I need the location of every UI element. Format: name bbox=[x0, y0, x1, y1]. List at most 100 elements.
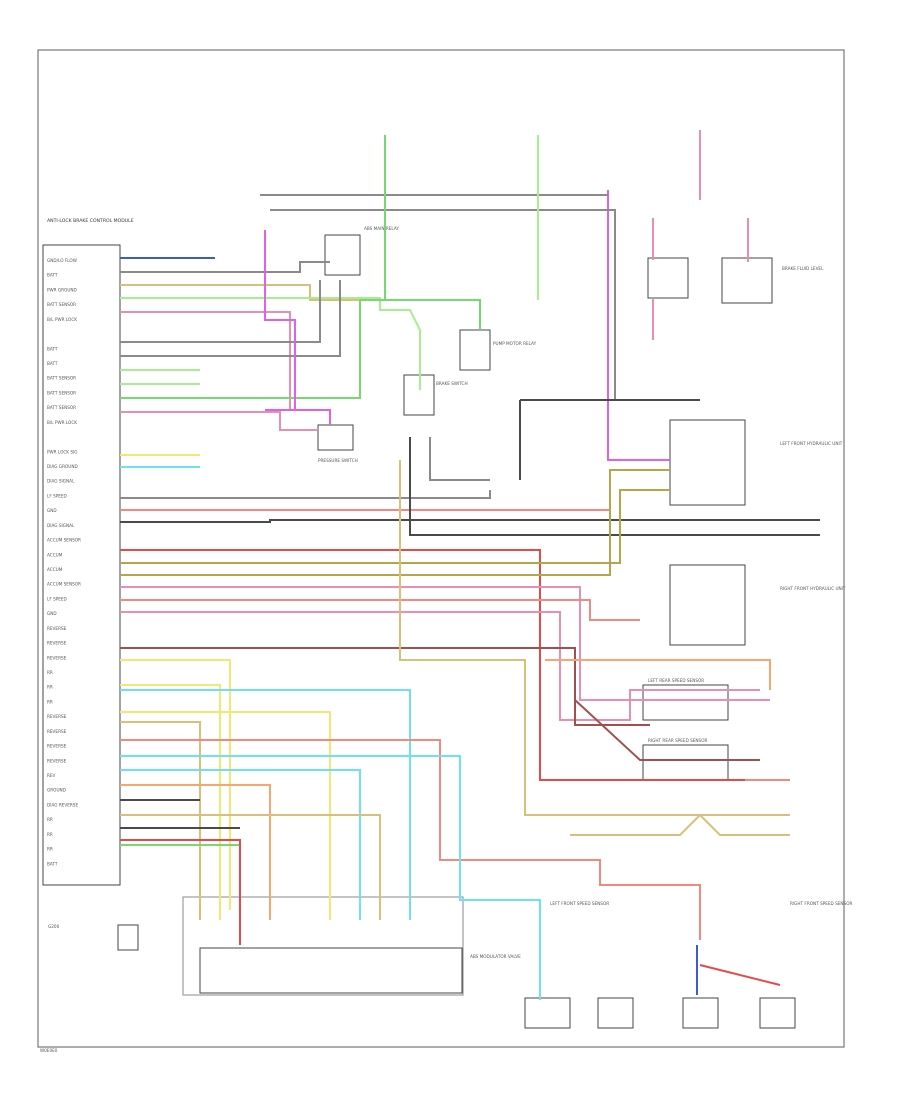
module-pin-label: BATT bbox=[47, 361, 58, 366]
lf-sensor-box bbox=[524, 997, 571, 1029]
module-pin-label: LF SPEED bbox=[47, 596, 67, 601]
lf-sensor-label: LEFT FRONT SPEED SENSOR bbox=[550, 901, 609, 906]
wire-gray bbox=[270, 209, 616, 400]
rf-sensor-label: RIGHT FRONT SPEED SENSOR bbox=[790, 901, 852, 906]
wire-gray bbox=[120, 490, 491, 499]
wire-olive bbox=[120, 469, 670, 576]
wire-magenta bbox=[264, 230, 296, 410]
module-pin-label: REVERSE bbox=[47, 641, 67, 646]
right-rear-sensor-label: RIGHT REAR SPEED SENSOR bbox=[648, 738, 708, 743]
module-pin-label: PWR GROUND bbox=[47, 287, 77, 292]
relay-upper-right-b bbox=[721, 257, 773, 304]
module-pin-label: GND bbox=[47, 508, 57, 513]
brake-switch-label: BRAKE SWITCH bbox=[436, 381, 468, 386]
module-pin-label: RR bbox=[47, 670, 53, 675]
wire-yellow bbox=[120, 711, 331, 920]
module-pin-label: RR bbox=[47, 817, 53, 822]
ground-label: G200 bbox=[48, 924, 60, 929]
wire-salmon bbox=[120, 739, 701, 940]
wire-pink bbox=[120, 311, 320, 411]
wire-yellow bbox=[120, 659, 231, 910]
bottom-left-relay bbox=[117, 924, 139, 951]
module-pin-label: BATT bbox=[47, 861, 58, 866]
module-pin-label: RR bbox=[47, 685, 53, 690]
left-rear-sensor-label: LEFT REAR SPEED SENSOR bbox=[648, 678, 704, 683]
modulator-label: ABS MODULATOR VALVE bbox=[470, 954, 521, 959]
wire-pink bbox=[120, 411, 318, 431]
module-pin-label: LF SPEED bbox=[47, 493, 67, 498]
module-pin-label: DIAG GROUND bbox=[47, 464, 78, 469]
module-pin-label: RR bbox=[47, 832, 53, 837]
wire-darkgray bbox=[409, 437, 820, 536]
module-pin-label: DIAG SIGNAL bbox=[47, 523, 75, 528]
module-pin-label: REVERSE bbox=[47, 744, 67, 749]
module-pin-label: B/L PWR LOCK bbox=[47, 317, 77, 322]
wire-red bbox=[699, 964, 781, 986]
diagram-frame bbox=[37, 49, 845, 1048]
wire-brown bbox=[120, 647, 650, 726]
module-pin-label: RR bbox=[47, 847, 53, 852]
page-code: W0E0E0 bbox=[40, 1048, 58, 1053]
wire-olive bbox=[120, 489, 670, 564]
abs-module-box bbox=[42, 244, 121, 886]
wire-brown bbox=[574, 699, 760, 761]
module-pin-label: ACCUM bbox=[47, 567, 63, 572]
wire-orange bbox=[545, 659, 771, 690]
lf-hydraulic-label: LEFT FRONT HYDRAULIC UNIT bbox=[780, 441, 843, 446]
module-pin-label: REVERSE bbox=[47, 729, 67, 734]
module-pin-labels: GND/LO FLOW BATT PWR GROUND BATT SENSOR B/L … bbox=[47, 258, 81, 866]
module-pin-label: BATT bbox=[47, 346, 58, 351]
pump-relay-box bbox=[459, 329, 491, 371]
module-pin-label: GND/LO FLOW bbox=[47, 258, 77, 263]
wire-cyan bbox=[120, 769, 361, 920]
modulator-outer bbox=[182, 896, 464, 996]
wire-gray bbox=[120, 280, 341, 357]
module-pin-label: DIAG SIGNAL bbox=[47, 479, 75, 484]
rf-hydraulic-label: RIGHT FRONT HYDRAULIC UNIT bbox=[780, 586, 846, 591]
pressure-switch-label: PRESSURE SWITCH bbox=[318, 458, 358, 463]
left-rear-sensor-box bbox=[642, 684, 729, 721]
abs-main-relay-box bbox=[324, 234, 361, 276]
wire-gray bbox=[120, 261, 330, 273]
wire-magenta bbox=[607, 190, 670, 461]
wire-tan bbox=[120, 284, 365, 301]
wire-red bbox=[120, 839, 241, 945]
pump-relay-label: PUMP MOTOR RELAY bbox=[493, 341, 537, 346]
right-rear-sensor-box bbox=[642, 744, 729, 781]
module-pin-label: ACCUM SENSOR bbox=[47, 582, 81, 587]
module-pin-label: GROUND bbox=[47, 788, 66, 793]
wire-salmon bbox=[120, 599, 640, 621]
wire-gray bbox=[120, 280, 321, 343]
rf-hydraulic-box bbox=[669, 564, 746, 646]
wire-yellow bbox=[120, 684, 221, 920]
module-pin-label: BATT SENSOR bbox=[47, 390, 76, 395]
wire-orange bbox=[120, 784, 271, 920]
wire-gray bbox=[429, 437, 490, 481]
module-pin-label: PWR LOCK SIG bbox=[47, 449, 78, 454]
module-pin-label: GND bbox=[47, 611, 57, 616]
wire-cyan bbox=[120, 689, 411, 920]
brake-fluid-note: BRAKE FLUID LEVEL bbox=[782, 266, 824, 271]
wire-red bbox=[120, 549, 760, 781]
wire-tan bbox=[399, 460, 790, 816]
wire-lightgreen bbox=[120, 297, 421, 390]
wire-green bbox=[120, 299, 481, 399]
module-pin-label: REV bbox=[47, 773, 56, 778]
module-pin-label: B/L PWR LOCK bbox=[47, 420, 77, 425]
pressure-switch-box bbox=[317, 424, 354, 451]
abs-module-title: ANTI-LOCK BRAKE CONTROL MODULE bbox=[47, 218, 134, 224]
wire-tan bbox=[570, 813, 790, 836]
lr-sensor-box bbox=[682, 997, 719, 1029]
module-pin-label: BATT SENSOR bbox=[47, 405, 76, 410]
wire-darkgray bbox=[120, 519, 820, 523]
module-pin-label: REVERSE bbox=[47, 714, 67, 719]
module-pin-label: BATT SENSOR bbox=[47, 302, 76, 307]
module-pin-label: BATT bbox=[47, 273, 58, 278]
module-pin-label: ACCUM SENSOR bbox=[47, 538, 81, 543]
wire-pink bbox=[120, 611, 760, 721]
module-pin-label: REVERSE bbox=[47, 626, 67, 631]
wire-tan bbox=[120, 721, 201, 920]
module-pin-label: BATT SENSOR bbox=[47, 376, 76, 381]
